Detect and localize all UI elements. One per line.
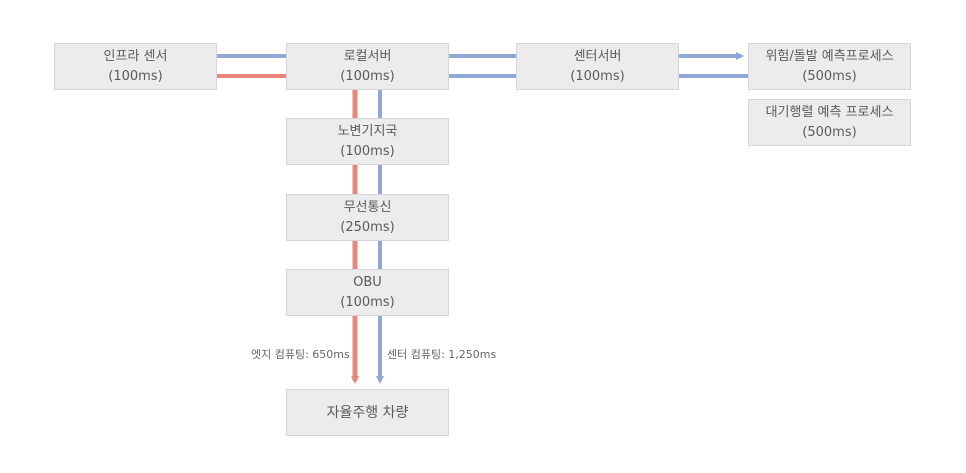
- node-autonomous-vehicle: 자율주행 차량: [286, 389, 449, 436]
- node-label: 인프라 센서: [103, 48, 168, 64]
- node-label: OBU: [353, 274, 382, 290]
- node-queue-prediction-process: 대기행렬 예측 프로세스 (500ms): [748, 99, 911, 146]
- center-computing-latency-label: 센터 컴퓨팅: 1,250ms: [387, 348, 497, 361]
- node-local-server: 로컬서버 (100ms): [286, 43, 449, 90]
- node-center-server: 센터서버 (100ms): [516, 43, 679, 90]
- node-wireless-communication: 무선통신 (250ms): [286, 194, 449, 241]
- node-latency: (100ms): [340, 143, 395, 159]
- node-latency: (250ms): [340, 219, 395, 235]
- node-latency: (500ms): [802, 124, 857, 140]
- node-label: 대기행렬 예측 프로세스: [765, 104, 894, 120]
- node-label: 노변기지국: [337, 123, 398, 139]
- node-latency: (100ms): [340, 294, 395, 310]
- edge-computing-latency-label: 엣지 컴퓨팅: 650ms: [251, 348, 350, 361]
- node-infra-sensor: 인프라 센서 (100ms): [54, 43, 217, 90]
- node-label: 위험/돌발 예측프로세스: [765, 48, 894, 64]
- node-obu: OBU (100ms): [286, 269, 449, 316]
- node-latency: (100ms): [340, 68, 395, 84]
- node-label: 자율주행 차량: [326, 404, 409, 421]
- node-roadside-unit: 노변기지국 (100ms): [286, 118, 449, 165]
- node-latency: (100ms): [108, 68, 163, 84]
- node-label: 로컬서버: [343, 48, 392, 64]
- node-latency: (500ms): [802, 68, 857, 84]
- node-label: 센터서버: [573, 48, 622, 64]
- node-latency: (100ms): [570, 68, 625, 84]
- node-risk-prediction-process: 위험/돌발 예측프로세스 (500ms): [748, 43, 911, 90]
- node-label: 무선통신: [343, 199, 392, 215]
